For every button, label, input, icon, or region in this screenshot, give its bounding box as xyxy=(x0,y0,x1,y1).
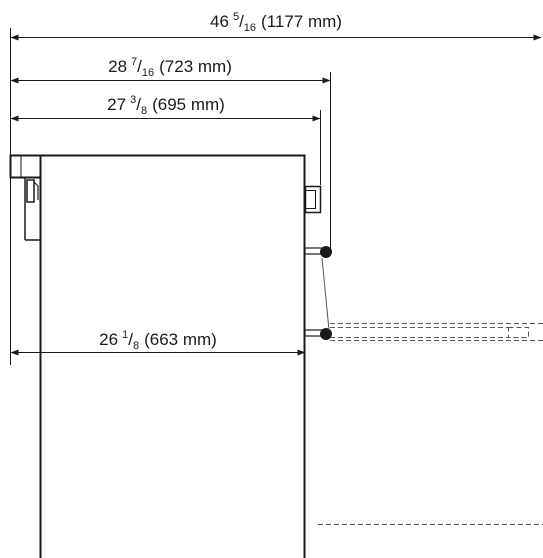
overall-whole: 46 xyxy=(210,12,229,31)
door-handle-upper xyxy=(304,246,332,258)
cabinet-depth-whole: 26 xyxy=(99,330,118,349)
overall-numerator: 5 xyxy=(233,11,239,23)
door-swing-line xyxy=(321,257,330,331)
cabinet-depth-denominator: 8 xyxy=(133,340,139,352)
to-handle-numerator: 7 xyxy=(131,56,137,68)
to-door-denominator: 8 xyxy=(141,105,147,117)
overall-denominator: 16 xyxy=(244,22,256,34)
to-handle-denominator: 16 xyxy=(142,67,154,79)
to-handle-whole: 28 xyxy=(108,57,127,76)
to-door-numerator: 3 xyxy=(130,94,136,106)
cabinet-depth-numerator: 1 xyxy=(122,329,128,341)
overall-metric: (1177 mm) xyxy=(261,12,342,31)
cabinet-depth-metric: (663 mm) xyxy=(144,330,217,349)
door-handle-lower xyxy=(304,328,332,340)
open-door-outline xyxy=(330,323,543,341)
to-handle-metric: (723 mm) xyxy=(159,57,232,76)
appliance-cabinet xyxy=(9,154,306,558)
door-front xyxy=(304,185,322,214)
to-door-metric: (695 mm) xyxy=(152,95,225,114)
to-door-whole: 27 xyxy=(107,95,126,114)
